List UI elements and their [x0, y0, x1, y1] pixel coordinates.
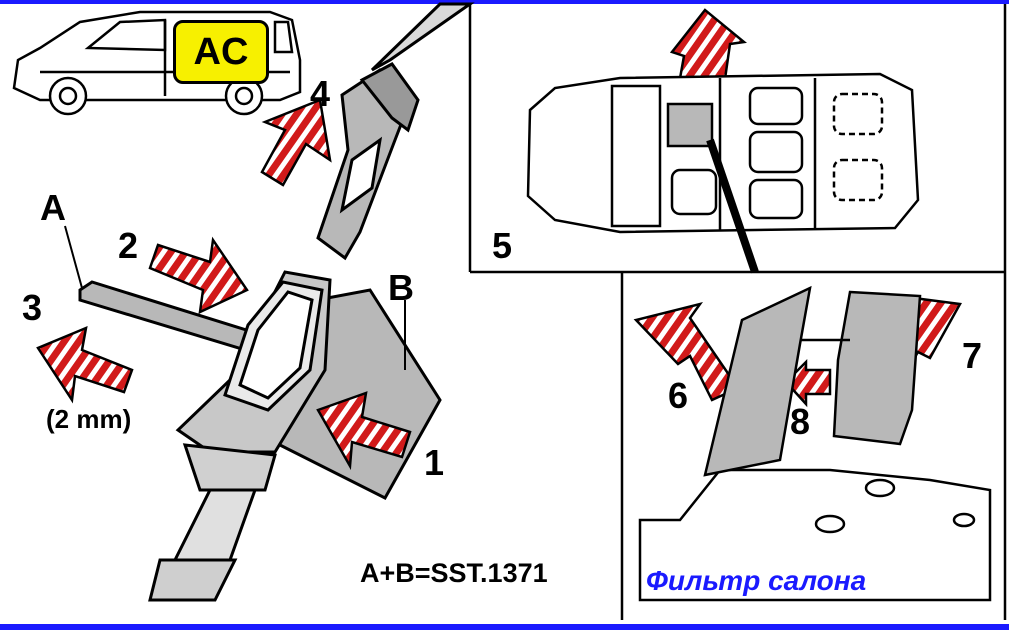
caption-cabin-filter: Фильтр салона	[646, 565, 867, 596]
gap-note: (2 mm)	[46, 404, 132, 434]
panel-borders	[468, 4, 1007, 620]
label-a: A	[40, 187, 66, 228]
bottom-border	[0, 624, 1009, 630]
step-label-6: 6	[668, 375, 689, 416]
buckle-body	[148, 270, 332, 602]
cabin-filter-cover-icon	[638, 285, 992, 602]
step-label-3: 3	[22, 287, 43, 328]
step-arrows	[36, 8, 962, 471]
step-label-1: 1	[424, 442, 445, 483]
label-b: B	[388, 267, 414, 308]
step-label-4: 4	[310, 73, 331, 114]
tool-code: A+B=SST.1371	[360, 558, 548, 588]
car-top-view-icon	[526, 72, 920, 274]
step-label-5: 5	[492, 225, 513, 266]
step-label-8: 8	[790, 401, 811, 442]
ac-badge: AC	[173, 20, 269, 84]
step-label-7: 7	[962, 335, 983, 376]
top-border	[0, 0, 1009, 4]
seatbelt-buckle-icon	[316, 2, 475, 261]
step-label-2: 2	[118, 225, 139, 266]
